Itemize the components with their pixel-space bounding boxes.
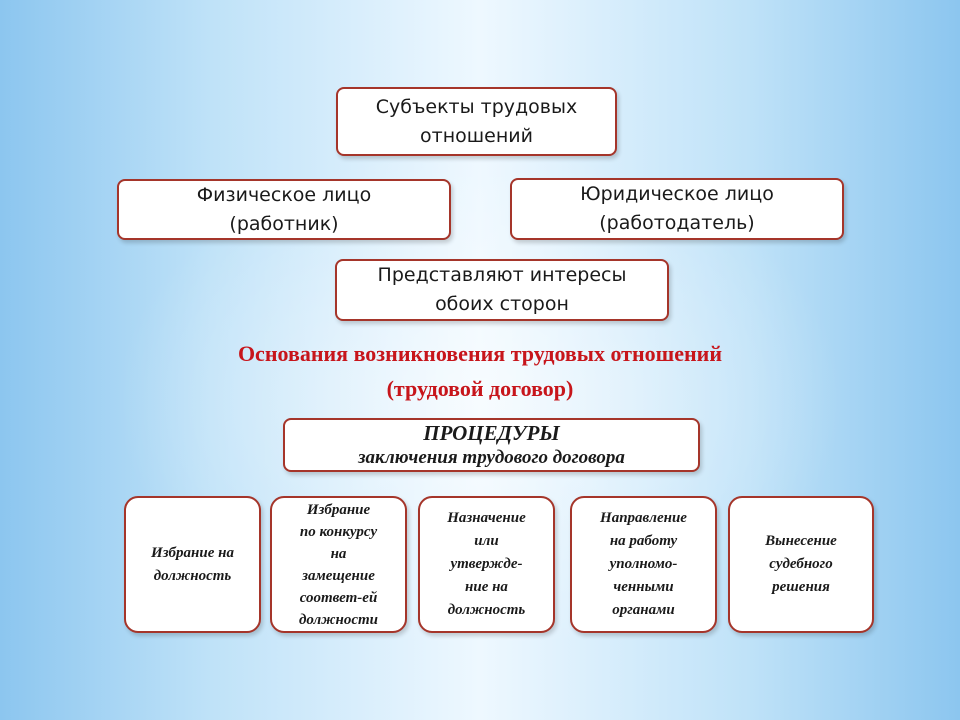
procedures-subtitle: заключения трудового договора: [358, 446, 625, 468]
legal-entity-box: Юридическое лицо (работодатель): [510, 178, 844, 240]
procedures-box: ПРОЦЕДУРЫ заключения трудового договора: [283, 418, 700, 472]
individual-box: Физическое лицо (работник): [117, 179, 451, 240]
procedures-title: ПРОЦЕДУРЫ: [423, 420, 560, 445]
procedure-item-election: Избрание на должность: [124, 496, 261, 633]
procedure-item-court-decision: Вынесение судебного решения: [728, 496, 874, 633]
subjects-box: Субъекты трудовых отношений: [336, 87, 617, 156]
grounds-subheading: (трудовой договор): [386, 376, 574, 401]
procedure-item-referral: Направление на работу уполномо- ченными …: [570, 496, 717, 633]
representatives-box: Представляют интересы обоих сторон: [335, 259, 669, 321]
procedure-item-appointment: Назначение или утвержде- ние на должност…: [418, 496, 555, 633]
procedure-item-competition: Избрание по конкурсу на замещение соотве…: [270, 496, 407, 633]
grounds-heading: Основания возникновения трудовых отношен…: [237, 341, 723, 366]
